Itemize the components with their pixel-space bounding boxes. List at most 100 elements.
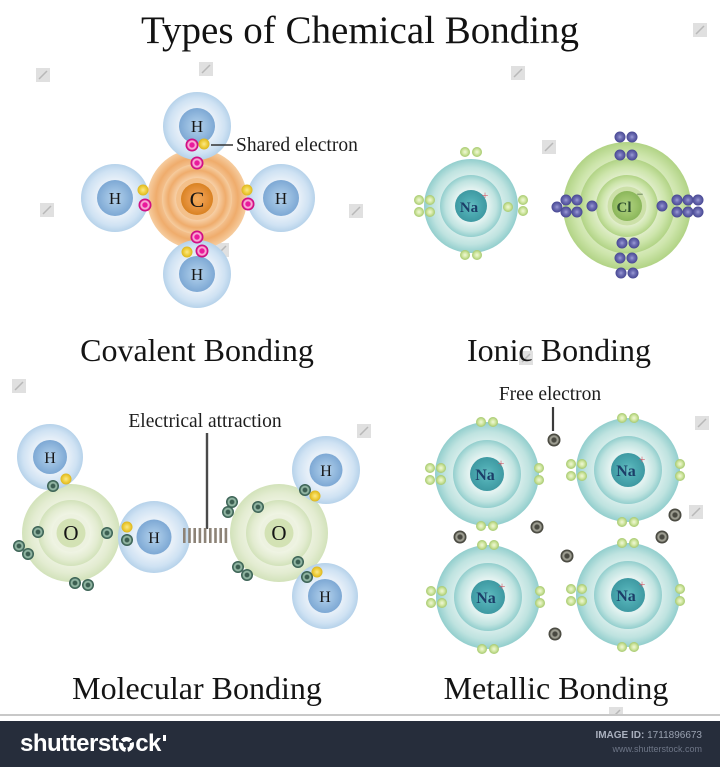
free-electron	[547, 433, 561, 447]
electron-purple	[560, 194, 572, 206]
sodium-lattice: Na+Na+Na+Na+	[435, 418, 680, 649]
electron-light-green	[629, 517, 639, 527]
logo-tick-icon	[162, 735, 166, 741]
sodium-atom: Na+	[576, 418, 680, 522]
electron-dark-green	[101, 527, 113, 539]
electron-light-green	[472, 250, 482, 260]
electron-light-green	[426, 586, 436, 596]
metallic-caption: Metallic Bonding	[444, 670, 669, 706]
electron-light-green	[577, 584, 587, 594]
water-molecule-left: O H H	[17, 424, 190, 582]
electron-shared-pink	[190, 230, 204, 244]
image-id-line: IMAGE ID: 1711896673	[595, 730, 702, 741]
electron-light-green	[477, 540, 487, 550]
hydrogen-core	[33, 440, 67, 474]
electron-yellow	[241, 184, 253, 196]
electron-dark-green	[82, 579, 94, 591]
electron-light-green	[460, 147, 470, 157]
electron-shared-pink	[138, 198, 152, 212]
electron-shared-pink	[241, 197, 255, 211]
electron-light-green	[566, 596, 576, 606]
electron-purple	[586, 200, 598, 212]
hydrogen-symbol: H	[319, 589, 331, 606]
hydrogen-core	[309, 453, 343, 487]
hatch-bar	[209, 528, 212, 543]
shared-electron-label: Shared electron	[236, 135, 358, 156]
electron-purple	[626, 149, 638, 161]
oxygen-core	[264, 518, 294, 548]
watermark-glyph	[351, 206, 361, 216]
electron-yellow	[311, 566, 323, 578]
watermark-glyph	[42, 205, 52, 215]
electron-light-green	[577, 459, 587, 469]
electron-light-green	[488, 417, 498, 427]
electron-light-green	[489, 644, 499, 654]
page-title: Types of Chemical Bonding	[140, 9, 580, 52]
chlorine-symbol: Cl	[617, 200, 632, 216]
electron-light-green	[534, 463, 544, 473]
electron-light-green	[518, 195, 528, 205]
sodium-core	[611, 578, 645, 612]
panel-metallic: Na+Na+Na+Na+ Free electron Metallic Bond…	[435, 384, 680, 706]
watermark-glyph	[521, 353, 531, 363]
panel-ionic: Na + Cl − Ionic Bonding	[424, 142, 691, 368]
electron-light-green	[472, 147, 482, 157]
electron-light-green	[488, 521, 498, 531]
hatch-bar	[219, 528, 222, 543]
electron-light-green	[566, 584, 576, 594]
electron-dark-green	[32, 526, 44, 538]
electron-dark-green	[299, 484, 311, 496]
electron-dark-green	[47, 480, 59, 492]
shutter-aperture-icon	[119, 737, 135, 752]
sodium-charge: +	[499, 579, 506, 593]
watermark-glyph	[691, 507, 701, 517]
sodium-core	[470, 457, 504, 491]
electron-dark-green	[232, 561, 244, 573]
hydrogen-atom-top: H	[163, 92, 231, 160]
watermark-glyph	[544, 142, 554, 152]
electron-light-green	[617, 538, 627, 548]
chlorine-core	[612, 191, 642, 221]
molecular-caption: Molecular Bonding	[72, 670, 322, 706]
electron-light-green	[617, 642, 627, 652]
hydrogen-core	[136, 519, 172, 555]
electron-purple	[616, 237, 628, 249]
footer-divider	[0, 714, 720, 716]
hatch-bar	[203, 528, 207, 543]
ionic-caption: Ionic Bonding	[467, 332, 651, 368]
covalent-caption: Covalent Bonding	[80, 332, 314, 368]
sodium-symbol: Na	[616, 463, 636, 480]
hatch-bar	[193, 528, 196, 543]
chemical-bonding-diagram: H H H H C Shared electron Covalent Bondi…	[12, 23, 709, 716]
chlorine-charge: −	[637, 187, 644, 201]
image-meta: IMAGE ID: 1711896673 www.shutterstock.co…	[595, 730, 702, 754]
electron-yellow	[121, 521, 133, 533]
electron-purple	[692, 206, 704, 218]
electron-light-green	[489, 540, 499, 550]
electron-purple	[682, 206, 694, 218]
electron-purple	[551, 201, 563, 213]
hatch-bar	[224, 528, 228, 543]
water-molecule-right: O H H	[230, 436, 360, 629]
sodium-symbol: Na	[616, 588, 636, 605]
electron-purple	[571, 206, 583, 218]
electron-light-green	[476, 417, 486, 427]
electron-purple	[615, 267, 627, 279]
electron-dark-green	[292, 556, 304, 568]
electron-dark-green	[226, 496, 238, 508]
electron-light-green	[629, 538, 639, 548]
sodium-ion: Na +	[424, 159, 518, 253]
sodium-core	[455, 190, 487, 222]
electron-shared-pink	[190, 156, 204, 170]
panel-covalent: H H H H C Shared electron Covalent Bondi…	[80, 92, 358, 368]
hydrogen-core	[263, 180, 299, 216]
sodium-atom: Na+	[576, 543, 680, 647]
panel-molecular: O H H O H H Electrical attraction Molecu…	[17, 411, 360, 706]
free-electron	[453, 530, 467, 544]
watermark-glyph	[14, 381, 24, 391]
logo-text-suffix: ck	[135, 730, 161, 757]
electrons-layer	[13, 131, 704, 654]
oxygen-core	[56, 518, 86, 548]
electron-dark-green	[13, 540, 25, 552]
electron-light-green	[503, 202, 513, 212]
